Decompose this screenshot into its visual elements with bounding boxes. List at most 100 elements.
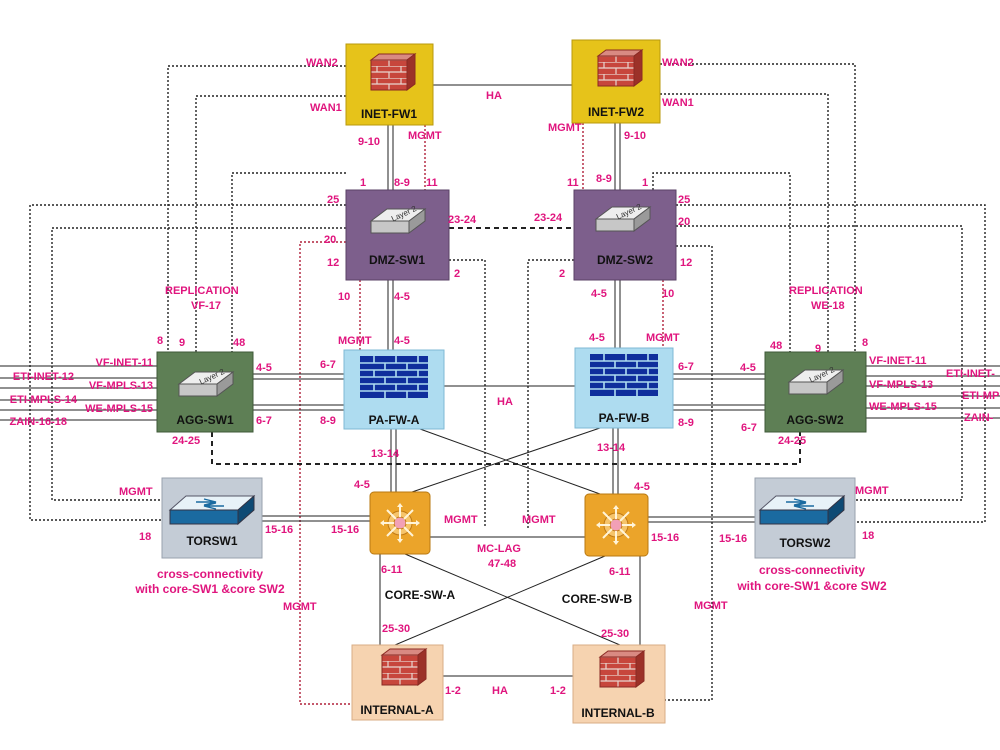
link-label: 11 [426, 177, 438, 189]
link-label: ETI-MP [962, 390, 999, 402]
link-label: MGMT [855, 485, 889, 497]
link-label: WAN1 [310, 102, 342, 114]
link-label: 9 [815, 343, 821, 355]
link-label: 1 [360, 177, 366, 189]
link-label: 8 [157, 335, 163, 347]
cross-connectivity-note-right: cross-connectivity with core-SW1 &core S… [736, 563, 887, 593]
link-label: 4-5 [394, 335, 410, 347]
link-label: 4-5 [589, 332, 605, 344]
link-label: WE-18 [811, 300, 845, 312]
node-label: PA-FW-B [599, 411, 650, 425]
link-dmz2-port2 [527, 259, 574, 528]
link-label: MGMT [444, 514, 478, 526]
link-wan1-right [660, 93, 829, 352]
node-label: PA-FW-A [369, 413, 420, 427]
link-dmz1-25 [29, 204, 346, 521]
node-dmz-sw1[interactable]: Layer 2 DMZ-SW1 [345, 189, 450, 281]
node-label: INTERNAL-A [360, 703, 434, 717]
link-pa-b-core-a [411, 427, 601, 493]
link-label: 9-10 [358, 136, 380, 148]
node-inet-fw2[interactable]: INET-FW2 [571, 39, 661, 124]
link-label: 8-9 [678, 417, 694, 429]
link-label: 12 [327, 257, 339, 269]
link-label: HA [486, 90, 502, 102]
node-dmz-sw2[interactable]: Layer 2 DMZ-SW2 [573, 189, 677, 281]
node-torsw2[interactable]: TORSW2 [754, 477, 856, 559]
node-label: DMZ-SW2 [597, 253, 653, 267]
firewall-wall-icon [359, 355, 429, 399]
link-label: MGMT [338, 335, 372, 347]
link-label: 2 [454, 268, 460, 280]
node-label: TORSW2 [779, 536, 830, 550]
link-label: 11 [567, 177, 579, 189]
link-tor1-core [262, 515, 370, 522]
link-label: 4-5 [634, 481, 650, 493]
link-label: 13-14 [371, 448, 400, 460]
link-label: 20 [324, 234, 336, 246]
link-label: WE-MPLS-15 [85, 403, 153, 415]
link-label: WAN1 [662, 97, 694, 109]
node-label: AGG-SW1 [176, 413, 234, 427]
node-internal-a[interactable]: INTERNAL-A [351, 644, 444, 721]
link-wan2-right [660, 63, 856, 352]
brick-firewall-icon [599, 650, 645, 688]
link-label: 8-9 [394, 177, 410, 189]
link-agg2-providers [866, 365, 1000, 419]
note-line: cross-connectivity [157, 567, 263, 581]
link-fw1-dmz1 [387, 125, 394, 190]
link-pa-a-core-a [390, 429, 397, 492]
link-label: 6-11 [381, 564, 402, 576]
node-agg-sw2[interactable]: Layer 2 AGG-SW2 [764, 351, 867, 433]
node-agg-sw1[interactable]: Layer 2 AGG-SW1 [156, 351, 254, 433]
node-core-sw-a[interactable]: CORE-SW-A [369, 491, 456, 602]
link-label: 1-2 [550, 685, 566, 697]
link-agg2-pa-b [673, 373, 765, 411]
link-dmz2-mgmt-internal [665, 245, 713, 701]
link-label: 10 [338, 291, 350, 303]
link-label: 9 [179, 337, 185, 349]
brick-firewall-icon [381, 648, 427, 686]
node-inet-fw1[interactable]: INET-FW1 [345, 43, 434, 126]
node-pa-fw-a[interactable]: PA-FW-A [343, 349, 445, 430]
node-label: AGG-SW2 [786, 413, 844, 427]
link-agg-24-25 [211, 432, 801, 465]
link-label: VF-MPLS-13 [869, 379, 933, 391]
link-label: 2 [559, 268, 565, 280]
link-label: MGMT [646, 332, 680, 344]
link-label: 15-16 [265, 524, 293, 536]
cross-connectivity-note-left: cross-connectivity with core-SW1 &core S… [134, 567, 285, 596]
link-label: WAN2 [306, 57, 338, 69]
link-wan1-left [195, 95, 346, 352]
link-label: ZAIN- [964, 412, 994, 424]
link-label: ETI-MPLS-14 [10, 394, 78, 406]
node-core-sw-b[interactable]: CORE-SW-B [562, 493, 649, 606]
link-label: WE-MPLS-15 [869, 401, 937, 413]
link-dmz1-port2 [449, 259, 486, 528]
link-label: 48 [770, 340, 782, 352]
link-label: WAN2 [662, 57, 694, 69]
link-label: 25 [327, 194, 339, 206]
link-label: MGMT [408, 130, 442, 142]
link-label: VF-INET-11 [869, 355, 926, 367]
link-label: VF-MPLS-13 [89, 380, 153, 392]
link-label: 25-30 [601, 628, 629, 640]
link-dmz1-pa-a [387, 280, 394, 350]
link-label: REPLICATION [165, 285, 239, 297]
node-torsw1[interactable]: TORSW1 [161, 477, 263, 559]
link-label: 13-14 [597, 442, 626, 454]
link-label: ETI-INET- [946, 368, 995, 380]
node-internal-b[interactable]: INTERNAL-B [572, 644, 666, 724]
node-pa-fw-b[interactable]: PA-FW-B [574, 347, 674, 429]
link-label: 24-25 [778, 435, 806, 447]
link-pa-b-core-b [612, 428, 619, 494]
firewall-wall-icon [589, 353, 659, 397]
note-line: with core-SW1 &core SW2 [134, 582, 285, 596]
link-label: 6-7 [741, 422, 757, 434]
link-label: MGMT [119, 486, 153, 498]
node-label: TORSW1 [186, 534, 237, 548]
node-label: DMZ-SW1 [369, 253, 425, 267]
link-dmz1-mgmt-internal [299, 241, 352, 705]
link-label: MC-LAG [477, 543, 521, 555]
brick-firewall-icon [370, 53, 416, 91]
link-label: 4-5 [740, 362, 756, 374]
